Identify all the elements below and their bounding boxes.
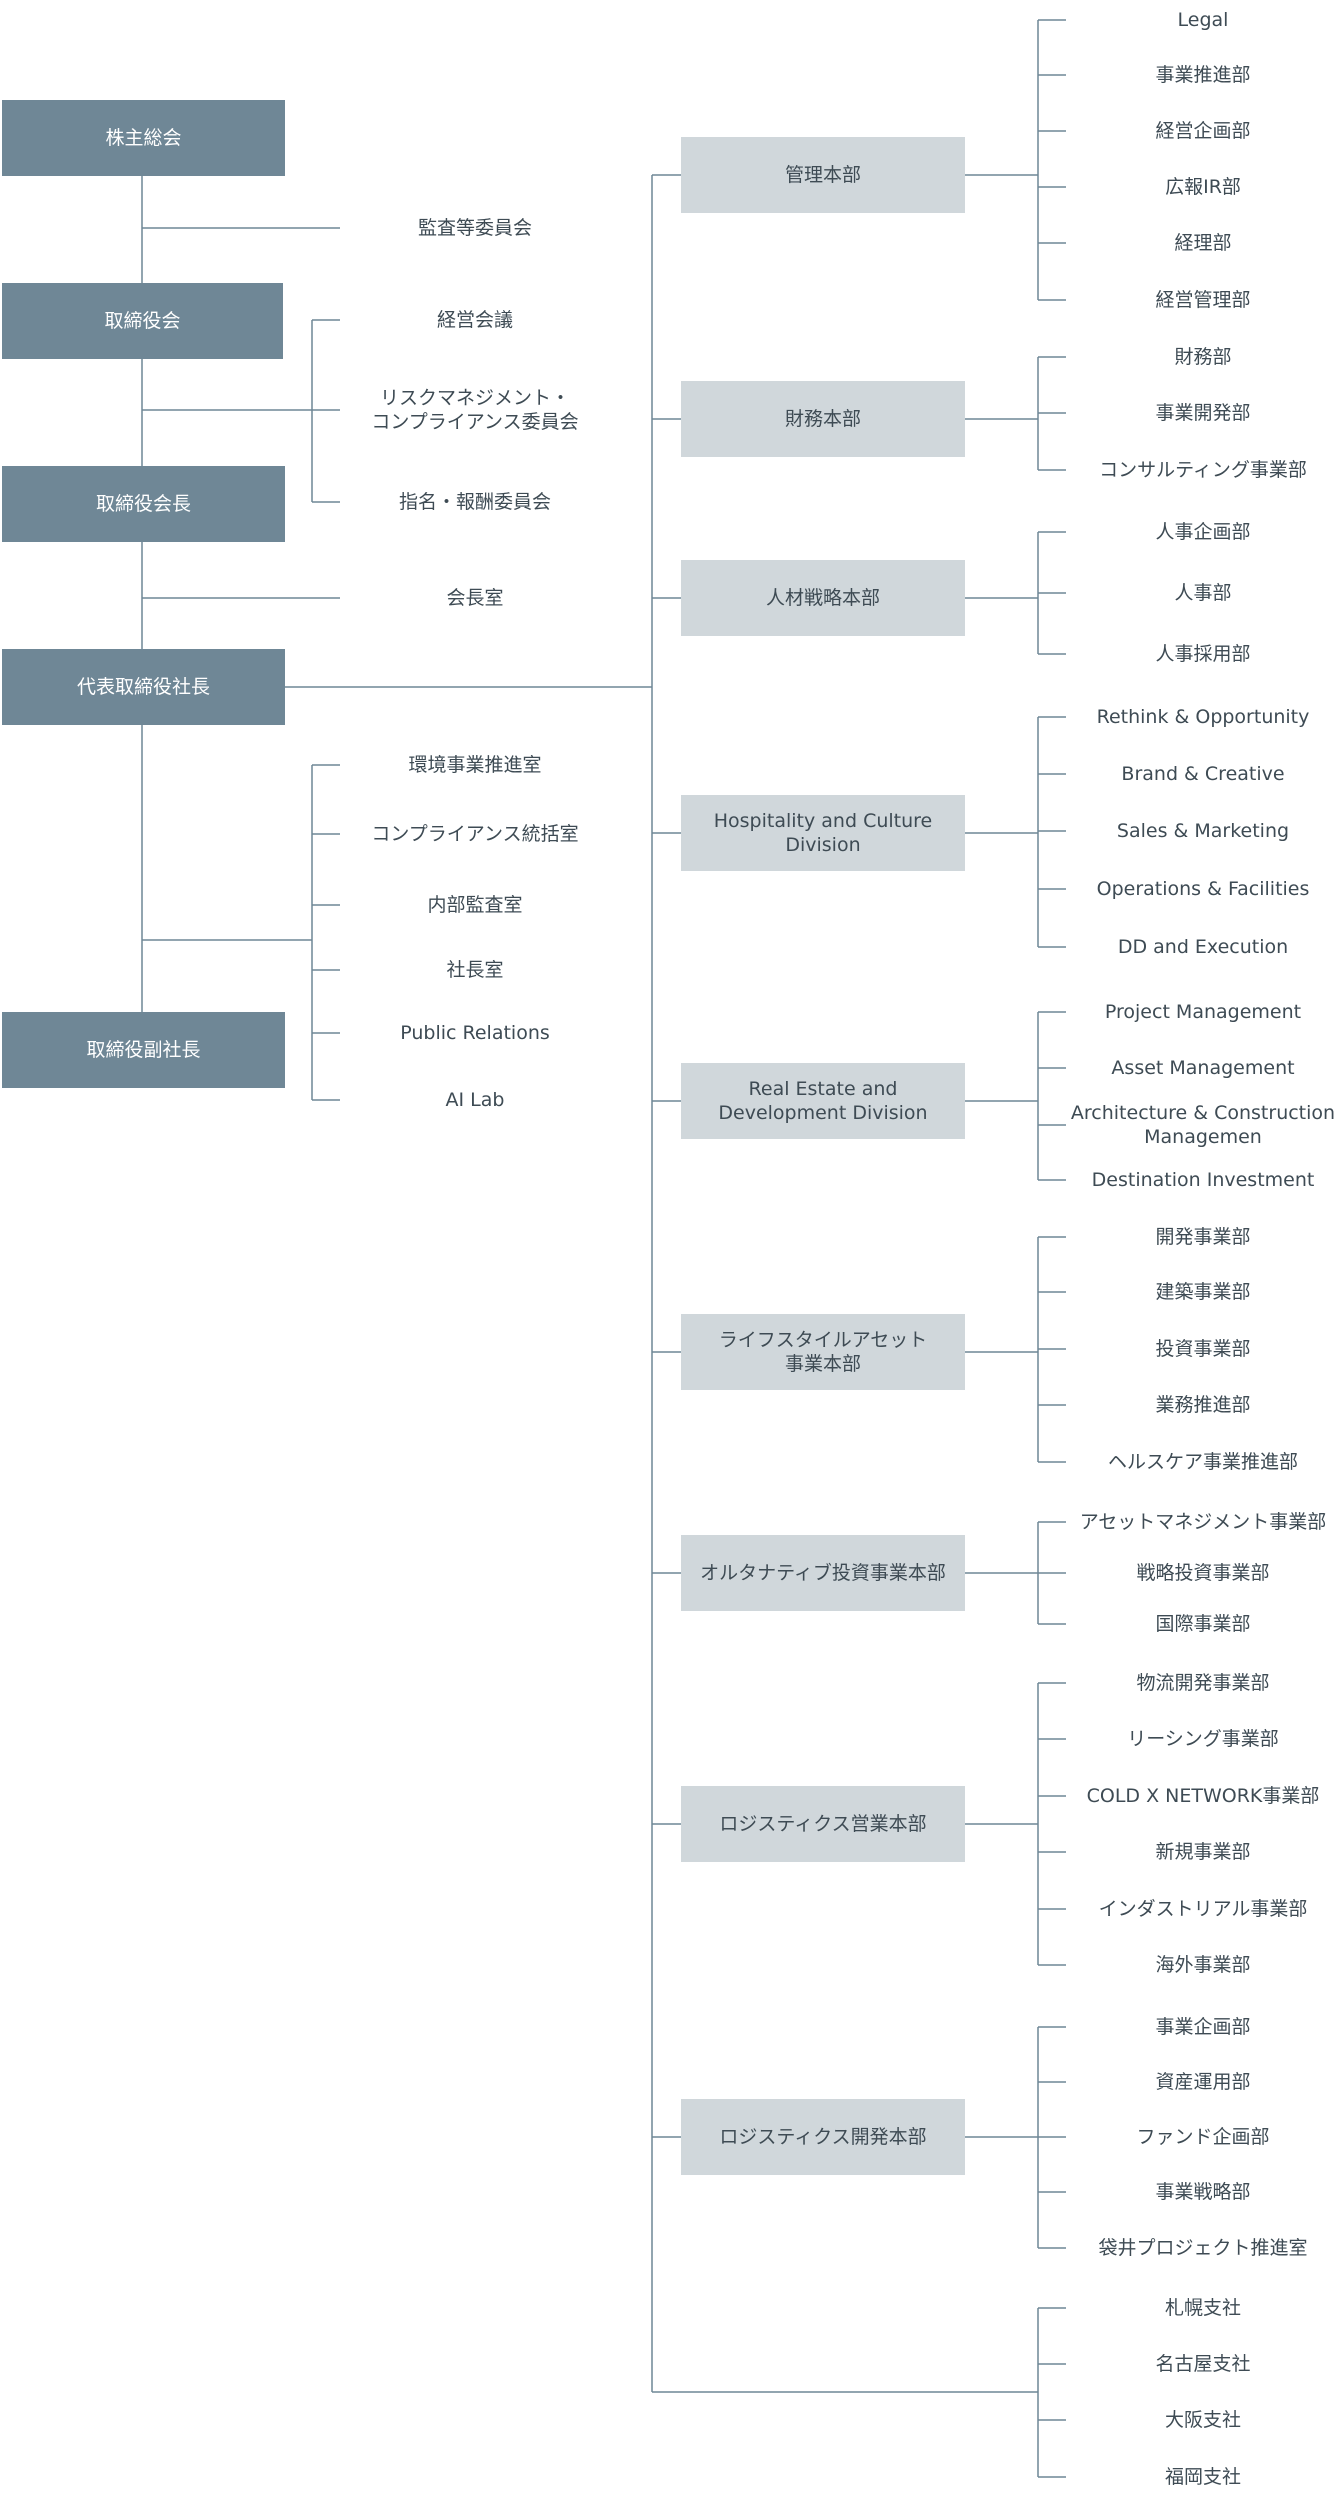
- board-committee-label: リスクマネジメント・ コンプライアンス委員会: [371, 387, 579, 433]
- department-label: 経営企画部: [1155, 120, 1251, 142]
- department-label: Project Management: [1104, 1001, 1302, 1023]
- department-label: Brand & Creative: [1121, 763, 1285, 785]
- department-label: 物流開発事業部: [1136, 1672, 1270, 1694]
- department-label: DD and Execution: [1117, 936, 1289, 958]
- president-office-label: Public Relations: [400, 1022, 550, 1044]
- president-office-label: 内部監査室: [427, 894, 523, 916]
- department-label: ファンド企画部: [1136, 2126, 1270, 2148]
- department-label: Asset Management: [1111, 1057, 1295, 1079]
- department-label: Sales & Marketing: [1116, 820, 1290, 842]
- department-label: インダストリアル事業部: [1098, 1898, 1308, 1920]
- chairman-box: 取締役会長: [2, 466, 285, 542]
- department-label: Operations & Facilities: [1096, 878, 1310, 900]
- department-label: アセットマネジメント事業部: [1079, 1511, 1327, 1533]
- president-office-label: AI Lab: [445, 1089, 505, 1111]
- department-label: リーシング事業部: [1127, 1728, 1279, 1750]
- department-label: Architecture & Construction Managemen: [1070, 1102, 1336, 1148]
- president-office-label: コンプライアンス統括室: [371, 823, 579, 845]
- division-box: ロジスティクス開発本部: [681, 2099, 965, 2175]
- department-label: 投資事業部: [1155, 1338, 1251, 1360]
- department-label: 袋井プロジェクト推進室: [1098, 2237, 1308, 2259]
- branch-label: 札幌支社: [1164, 2297, 1241, 2319]
- chairman-office-label: 会長室: [446, 587, 504, 609]
- board-committee-label: 経営会議: [436, 309, 513, 331]
- department-label: コンサルティング事業部: [1099, 459, 1307, 481]
- department-label: COLD X NETWORK事業部: [1086, 1785, 1320, 1807]
- department-label: Destination Investment: [1091, 1169, 1315, 1191]
- division-box: Hospitality and Culture Division: [681, 795, 965, 871]
- board-committee-label: 指名・報酬委員会: [398, 491, 551, 513]
- department-label: 事業推進部: [1155, 64, 1251, 86]
- department-label: 広報IR部: [1165, 176, 1241, 198]
- division-box: ライフスタイルアセット 事業本部: [681, 1314, 965, 1390]
- department-label: ヘルスケア事業推進部: [1107, 1451, 1298, 1473]
- vice-president-box: 取締役副社長: [2, 1012, 285, 1088]
- president-office-label: 環境事業推進室: [408, 754, 542, 776]
- department-label: 新規事業部: [1155, 1841, 1251, 1863]
- department-label: 人事部: [1174, 582, 1232, 604]
- division-box: Real Estate and Development Division: [681, 1063, 965, 1139]
- department-label: 人事採用部: [1155, 643, 1251, 665]
- division-box: 人材戦略本部: [681, 560, 965, 636]
- department-label: Rethink & Opportunity: [1096, 706, 1310, 728]
- department-label: 経理部: [1174, 232, 1232, 254]
- branch-label: 福岡支社: [1164, 2466, 1241, 2488]
- division-box: 財務本部: [681, 381, 965, 457]
- division-box: 管理本部: [681, 137, 965, 213]
- shareholders-meeting-box: 株主総会: [2, 100, 285, 176]
- department-label: 開発事業部: [1155, 1226, 1251, 1248]
- department-label: 財務部: [1174, 346, 1232, 368]
- division-box: オルタナティブ投資事業本部: [681, 1535, 965, 1611]
- department-label: Legal: [1177, 9, 1229, 31]
- department-label: 建築事業部: [1155, 1281, 1251, 1303]
- president-office-label: 社長室: [446, 959, 504, 981]
- department-label: 事業戦略部: [1155, 2181, 1251, 2203]
- department-label: 業務推進部: [1155, 1394, 1251, 1416]
- department-label: 国際事業部: [1155, 1613, 1251, 1635]
- president-ceo-box: 代表取締役社長: [2, 649, 285, 725]
- division-box: ロジスティクス営業本部: [681, 1786, 965, 1862]
- branch-label: 名古屋支社: [1155, 2353, 1251, 2375]
- board-of-directors-box: 取締役会: [2, 283, 283, 359]
- department-label: 事業開発部: [1155, 402, 1251, 424]
- department-label: 戦略投資事業部: [1136, 1562, 1270, 1584]
- department-label: 資産運用部: [1155, 2071, 1251, 2093]
- department-label: 事業企画部: [1155, 2016, 1251, 2038]
- department-label: 人事企画部: [1155, 521, 1251, 543]
- audit-committee-label: 監査等委員会: [417, 217, 532, 239]
- department-label: 海外事業部: [1155, 1954, 1251, 1976]
- department-label: 経営管理部: [1155, 289, 1251, 311]
- branch-label: 大阪支社: [1164, 2409, 1241, 2431]
